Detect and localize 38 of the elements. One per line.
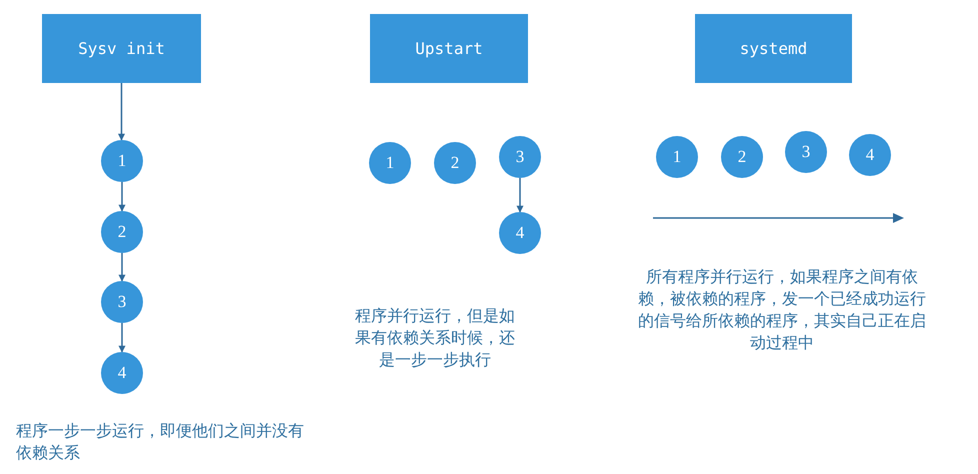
step-number: 4	[866, 145, 874, 165]
box-label: Upstart	[415, 39, 483, 58]
step-number: 1	[672, 147, 682, 167]
description-text: 程序一步一步运行，即便他们之间并没有依赖关系	[16, 420, 305, 464]
process-box	[695, 14, 852, 83]
step-circle	[656, 136, 698, 178]
arrow	[118, 253, 126, 282]
arrow	[118, 83, 125, 141]
step-number: 1	[386, 153, 394, 173]
step-number: 2	[450, 153, 460, 173]
step-number: 4	[118, 363, 126, 383]
step-number: 2	[738, 147, 746, 167]
step-circle	[101, 352, 143, 394]
step-circle	[499, 136, 541, 178]
process-box	[42, 14, 201, 83]
step-number: 3	[802, 142, 810, 162]
step-circle	[101, 140, 143, 182]
step-circle	[101, 211, 143, 253]
step-number: 4	[516, 223, 524, 243]
arrow	[118, 182, 126, 212]
arrow	[516, 178, 524, 213]
box-label: systemd	[740, 39, 808, 58]
step-number: 3	[516, 147, 524, 167]
step-number: 1	[118, 151, 126, 171]
step-circle	[849, 134, 891, 176]
description-text: 程序并行运行，但是如果有依赖关系时候，还是一步一步执行	[354, 305, 516, 371]
step-number: 3	[118, 292, 126, 312]
box-label: Sysv init	[78, 39, 165, 58]
description-text: 所有程序并行运行，如果程序之间有依赖，被依赖的程序，发一个已经成功运行的信号给所依赖的程序，其实自己正在启动过程中	[637, 266, 927, 354]
step-circle	[101, 281, 143, 323]
step-circle	[369, 142, 411, 184]
step-circle	[785, 131, 827, 173]
step-number: 2	[118, 222, 126, 242]
step-circle	[499, 212, 541, 254]
step-circle	[721, 136, 763, 178]
step-circle	[434, 142, 476, 184]
arrow	[118, 323, 126, 353]
process-box	[370, 14, 528, 83]
